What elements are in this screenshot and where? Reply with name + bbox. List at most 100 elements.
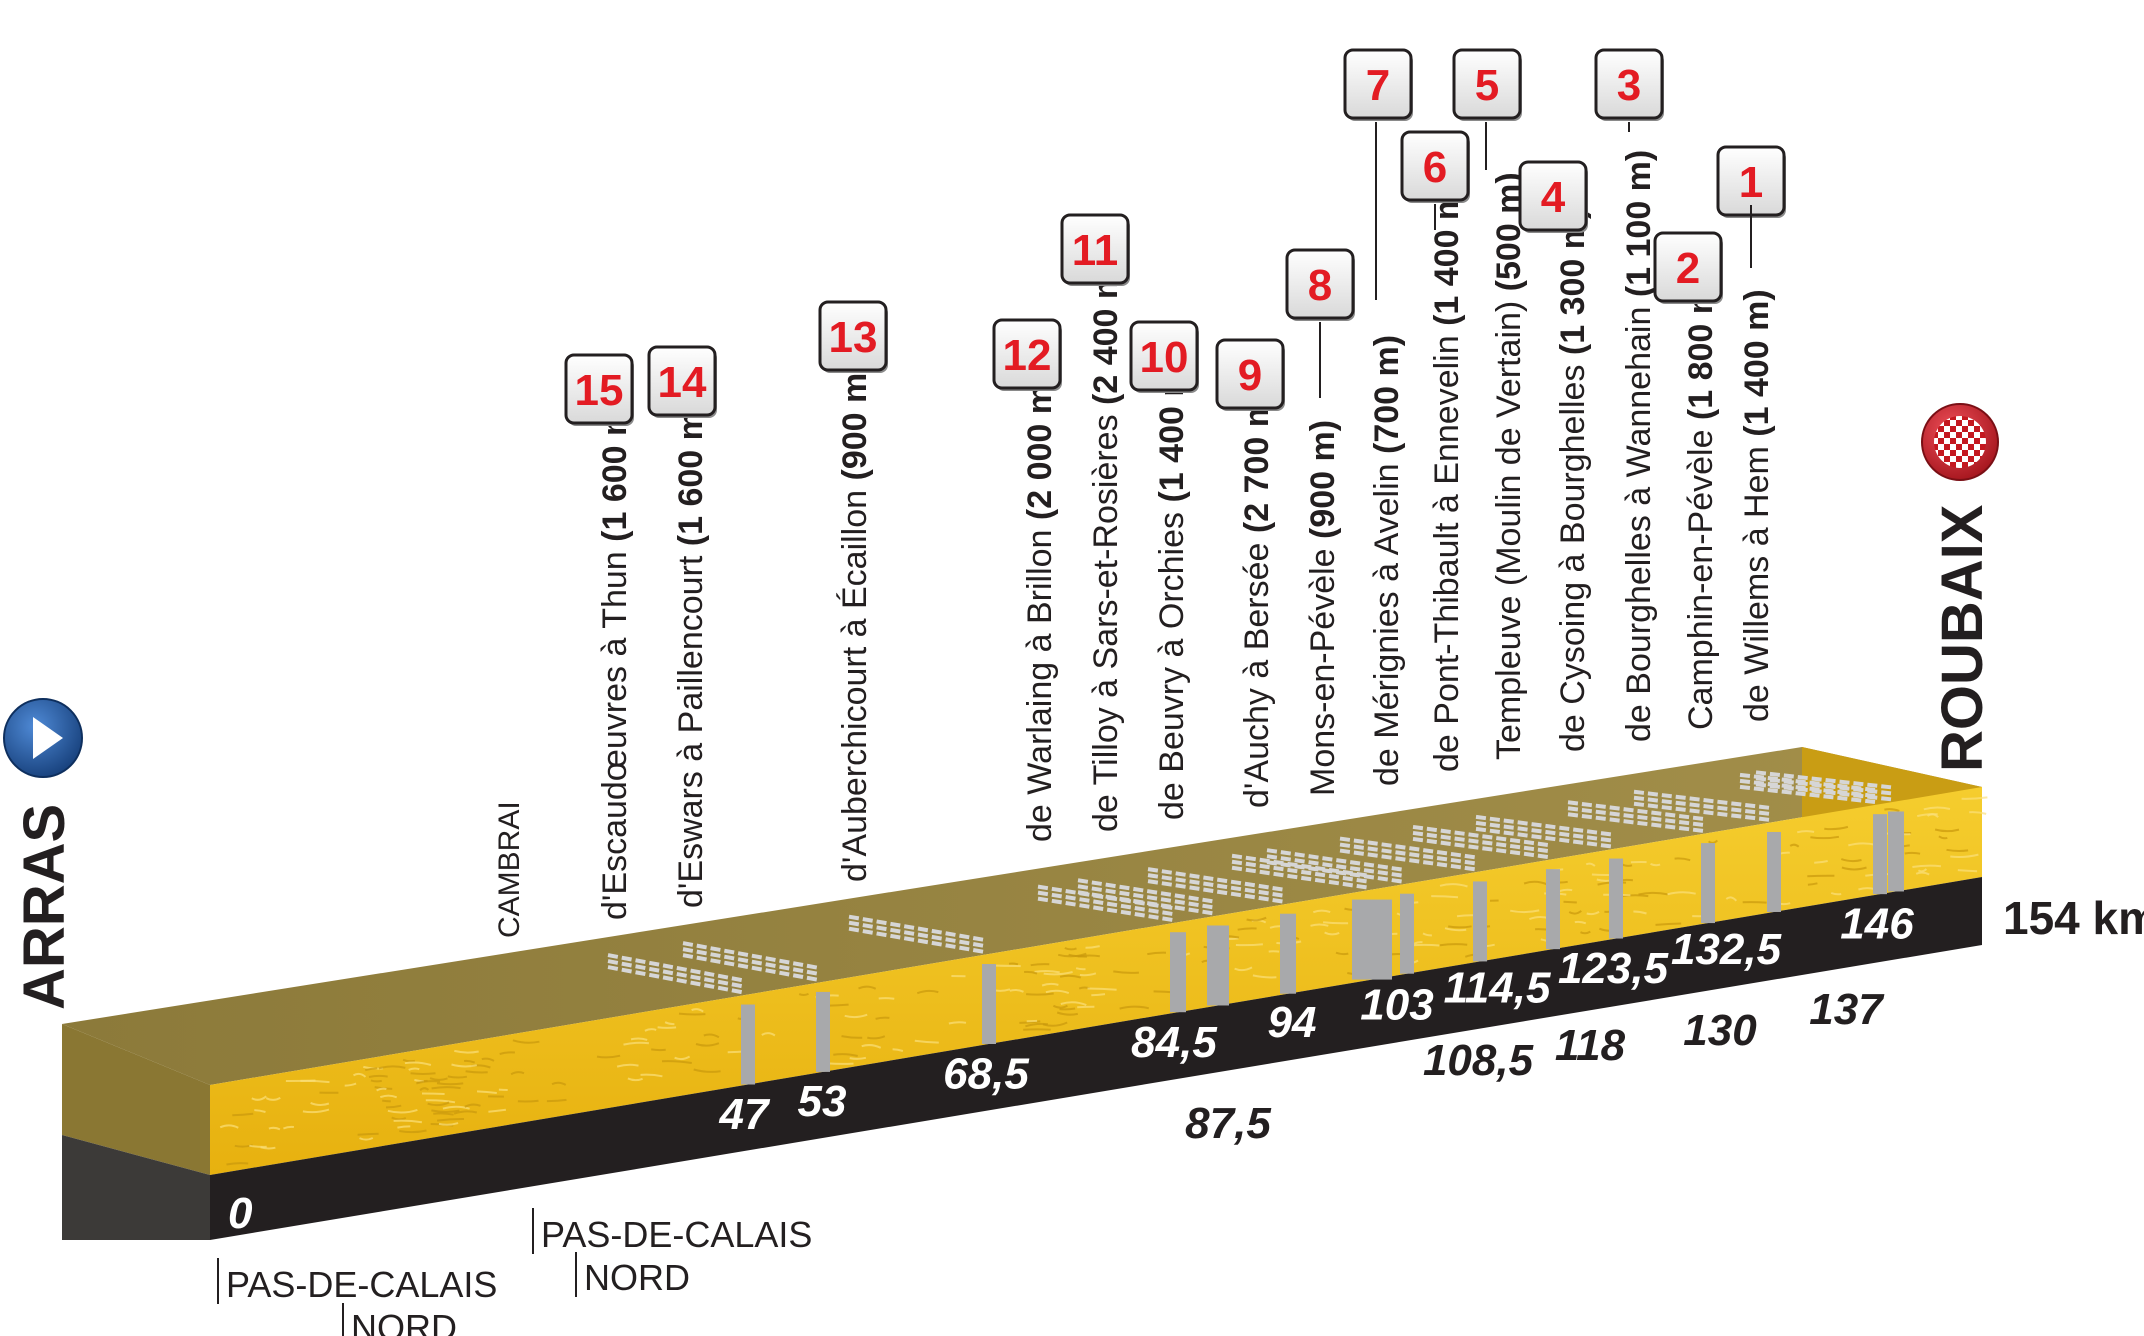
sector-number: 1 xyxy=(1739,158,1763,207)
texture-stroke xyxy=(833,1053,858,1057)
texture-stroke xyxy=(1147,951,1167,956)
sector-marker-15 xyxy=(741,1004,755,1085)
texture-stroke xyxy=(1237,927,1257,931)
texture-stroke xyxy=(858,985,877,990)
department-boundary-1: PAS-DE-CALAIS NORD xyxy=(217,1258,497,1336)
texture-stroke xyxy=(1043,971,1073,976)
department-from: PAS-DE-CALAIS xyxy=(541,1214,812,1255)
sector-length: (1 600 m) xyxy=(672,399,710,546)
texture-stroke xyxy=(664,1021,675,1026)
texture-stroke xyxy=(691,1008,704,1013)
sector-label-7: de Mérignies à Avelin (700 m) xyxy=(1368,335,1406,786)
texture-stroke xyxy=(1439,883,1468,888)
sector-marker-5 xyxy=(1609,858,1623,939)
texture-stroke xyxy=(404,1061,432,1066)
sector-label-2: Camphin-en-Pévèle (1 800 m) xyxy=(1682,273,1720,730)
texture-stroke xyxy=(1574,920,1587,925)
svg-text:de Beuvry à Orchies (1 400 m): de Beuvry à Orchies (1 400 m) xyxy=(1153,355,1191,820)
sector-label-3: de Bourghelles à Wannehain (1 100 m) xyxy=(1620,150,1658,742)
texture-stroke xyxy=(596,1054,621,1059)
sector-label-6: de Pont-Thibault à Ennevelin (1 400 m) xyxy=(1428,179,1466,772)
texture-stroke xyxy=(453,1110,478,1115)
sector-number: 7 xyxy=(1366,61,1390,110)
texture-stroke xyxy=(410,1072,436,1075)
department-from: PAS-DE-CALAIS xyxy=(226,1264,497,1305)
texture-stroke xyxy=(1444,927,1467,932)
texture-stroke xyxy=(249,1144,267,1148)
svg-text:de Tilloy à Sars-et-Rosières (: de Tilloy à Sars-et-Rosières (2 400 m) xyxy=(1087,258,1125,832)
cobble-strip xyxy=(1147,867,1284,904)
play-icon xyxy=(33,717,63,759)
distance-band xyxy=(210,877,1982,1240)
texture-stroke xyxy=(419,1087,430,1091)
sector-number: 14 xyxy=(658,358,707,407)
km-label: 132,5 xyxy=(1671,925,1782,974)
cobble-strip xyxy=(1412,824,1549,859)
texture-stroke xyxy=(454,1049,479,1054)
texture-stroke xyxy=(1814,860,1828,864)
texture-stroke xyxy=(219,1124,239,1129)
texture-stroke xyxy=(512,1039,540,1044)
cobble-sections xyxy=(607,770,1892,995)
texture-stroke xyxy=(391,1116,407,1121)
texture-stroke xyxy=(1830,892,1842,896)
sector-number: 8 xyxy=(1308,261,1332,310)
texture-stroke xyxy=(1633,910,1647,915)
svg-text:Camphin-en-Pévèle (1 800 m): Camphin-en-Pévèle (1 800 m) xyxy=(1682,273,1720,730)
texture-stroke xyxy=(421,1092,445,1095)
sector-marker-10 xyxy=(1280,913,1296,994)
texture-stroke xyxy=(427,1101,450,1107)
total-distance: 154 km xyxy=(2003,892,2144,944)
texture-stroke xyxy=(551,1081,567,1086)
texture-stroke xyxy=(849,1056,867,1060)
sector-number: 5 xyxy=(1475,61,1499,110)
texture-stroke xyxy=(616,1063,639,1068)
texture-stroke xyxy=(402,1058,416,1063)
texture-stroke xyxy=(1009,988,1024,993)
texture-stroke xyxy=(1075,967,1086,971)
sector-marker-3 xyxy=(1767,831,1781,912)
texture-stroke xyxy=(630,1037,648,1041)
texture-stroke xyxy=(841,1035,863,1039)
texture-stroke xyxy=(1235,943,1264,947)
texture-stroke xyxy=(892,1048,904,1052)
svg-text:de Bourghelles à Wannehain (1: de Bourghelles à Wannehain (1 100 m) xyxy=(1620,150,1658,742)
texture-stroke xyxy=(1091,993,1106,997)
texture-stroke xyxy=(1620,894,1649,898)
texture-stroke xyxy=(1807,882,1818,886)
texture-stroke xyxy=(226,1162,249,1166)
sector-marker-8 xyxy=(1400,893,1414,974)
texture-stroke xyxy=(1448,925,1472,929)
sector-marker-12 xyxy=(1170,932,1186,1013)
texture-stroke xyxy=(368,1074,388,1078)
cobble-strip xyxy=(848,914,985,954)
texture-stroke xyxy=(408,1067,420,1071)
texture-stroke xyxy=(627,1077,643,1082)
sector-name: de Warlaing à Brillon xyxy=(1021,520,1059,842)
svg-text:d'Escaudœuvres à Thun (1 600 m: d'Escaudœuvres à Thun (1 600 m) xyxy=(596,394,634,920)
texture-stroke xyxy=(867,1035,886,1040)
texture-stroke xyxy=(1904,851,1921,855)
texture-stroke xyxy=(352,1072,367,1078)
texture-stroke xyxy=(1655,922,1682,926)
texture-stroke xyxy=(875,1016,890,1020)
texture-stroke xyxy=(1056,1011,1078,1016)
texture-stroke xyxy=(359,1137,374,1141)
texture-stroke xyxy=(481,1057,495,1062)
sector-name: de Pont-Thibault à Ennevelin xyxy=(1428,326,1466,772)
sector-markers xyxy=(741,811,1904,1085)
texture-stroke xyxy=(370,1079,383,1083)
sector-badge-1: 1 xyxy=(1716,145,1786,218)
texture-stroke xyxy=(1923,806,1951,811)
texture-stroke xyxy=(1638,891,1668,896)
texture-stroke xyxy=(644,1028,657,1032)
texture-stroke xyxy=(510,1071,525,1076)
km-label: 53 xyxy=(798,1077,847,1126)
texture-stroke xyxy=(1439,943,1468,947)
km-label: 146 xyxy=(1840,900,1914,949)
svg-text:de Warlaing à Brillon (2 000 m: de Warlaing à Brillon (2 000 m) xyxy=(1021,373,1059,842)
texture-stroke xyxy=(1674,857,1691,862)
sector-name: Templeuve (Moulin de Vertain) xyxy=(1490,291,1528,760)
